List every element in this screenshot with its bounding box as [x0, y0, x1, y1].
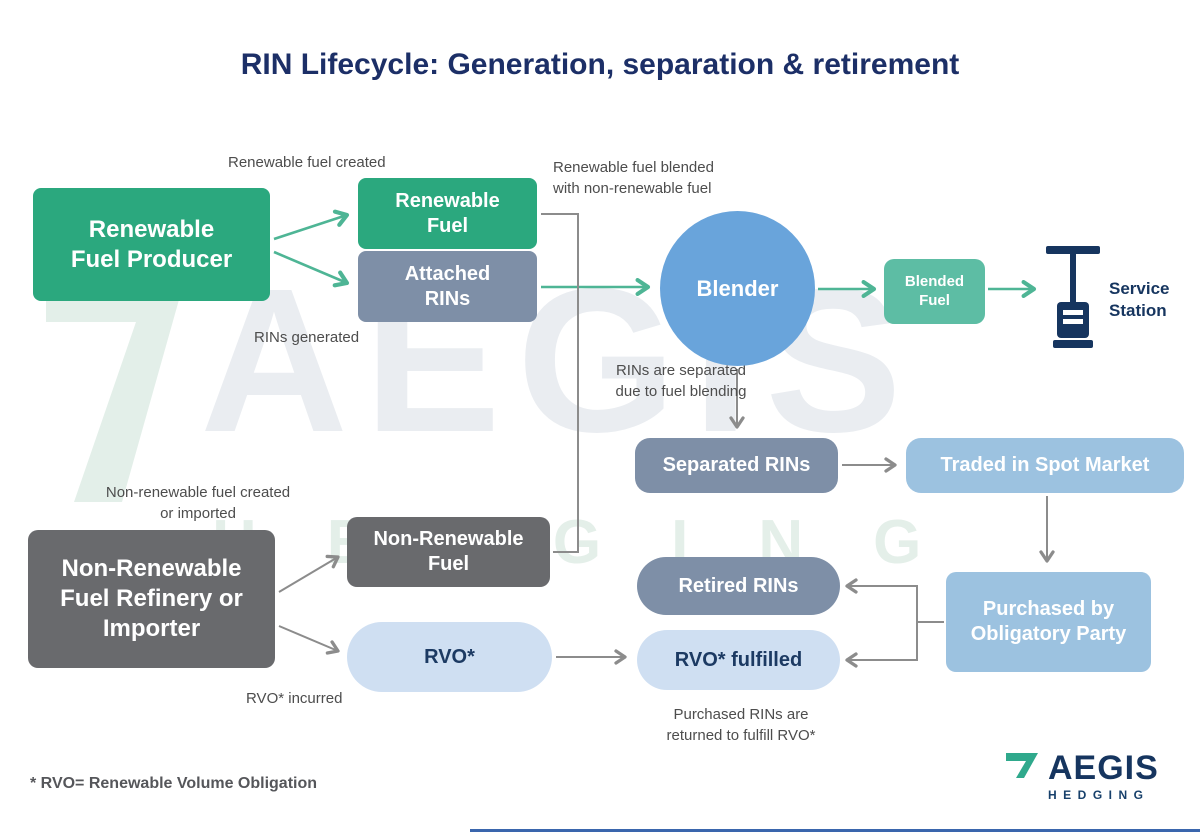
arrow-refinery-to-nonrenewable-fuel [278, 554, 340, 593]
node-traded-in-spot-market: Traded in Spot Market [906, 438, 1184, 493]
node-separated-rins: Separated RINs [635, 438, 838, 493]
label-renewable-fuel-created: Renewable fuel created [228, 154, 386, 171]
aegis-hedging-logo: AEGIS HEDGING [1003, 750, 1159, 802]
aegis-logo-mark-icon [1003, 750, 1041, 785]
page-title: RIN Lifecycle: Generation, separation & … [240, 48, 960, 81]
node-renewable-fuel: Renewable Fuel [358, 178, 537, 249]
node-rvo: RVO* [347, 622, 552, 692]
service-station: Service Station [1046, 246, 1181, 353]
logo-sub-text: HEDGING [1048, 788, 1150, 802]
node-renewable-fuel-producer: Renewable Fuel Producer [33, 188, 270, 301]
label-rins-separated: RINs are separated due to fuel blending [615, 362, 747, 400]
label-rins-generated: RINs generated [254, 329, 360, 346]
label-renewable-blended: Renewable fuel blended with non-renewabl… [553, 159, 714, 197]
label-purchased-returned: Purchased RINs are returned to fulfill R… [666, 706, 816, 744]
label-nonrenewable-created: Non-renewable fuel created or imported [105, 484, 291, 522]
arrow-purchased-to-rvo-fulfilled [845, 622, 918, 668]
node-nonrenewable-fuel: Non-Renewable Fuel [347, 517, 550, 587]
arrow-producer-to-attached-rins [273, 250, 350, 288]
bottom-accent-line [470, 829, 1200, 832]
node-purchased-by-obligatory-party: Purchased by Obligatory Party [946, 572, 1151, 672]
aegis-watermark-mark-icon [46, 282, 216, 507]
node-attached-rins: Attached RINs [358, 251, 537, 322]
logo-brand-text: AEGIS [1048, 748, 1159, 787]
node-blender: Blender [660, 211, 815, 366]
node-retired-rins: Retired RINs [637, 557, 840, 615]
node-blended-fuel: Blended Fuel [884, 259, 985, 324]
footnote-rvo-definition: * RVO= Renewable Volume Obligation [30, 775, 318, 792]
node-rvo-fulfilled: RVO* fulfilled [637, 630, 840, 690]
arrow-purchased-to-retired-rins [845, 578, 944, 623]
label-rvo-incurred: RVO* incurred [246, 690, 343, 707]
connector-fuels-blend-elbow [541, 213, 579, 553]
node-nonrenewable-fuel-refinery: Non-Renewable Fuel Refinery or Importer [28, 530, 275, 668]
gas-pump-icon [1046, 246, 1100, 353]
arrow-producer-to-renewable-fuel [273, 209, 350, 241]
service-station-label: Service Station [1109, 279, 1170, 320]
arrow-refinery-to-rvo [278, 625, 340, 655]
